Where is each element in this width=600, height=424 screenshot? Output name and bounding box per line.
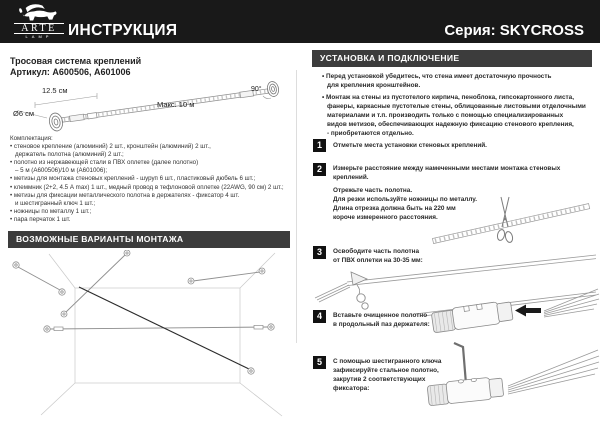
hex-key-fix-illustration	[427, 341, 600, 406]
logo-sub-text: LAMP	[25, 34, 53, 39]
dim-bracket-label: 12.5 см	[42, 86, 68, 95]
install-notes: • Перед установкой убедитесь, что стена …	[322, 72, 590, 141]
step-2-extra-text: Отрежьте часть полотна. Для резки исполь…	[333, 187, 478, 221]
mounting-options-diagram	[12, 250, 283, 417]
step-1-text: Отметьте места установки стеновых крепле…	[333, 142, 487, 149]
product-article: Артикул: А600506, А601006	[10, 67, 131, 77]
mounting-options-header: ВОЗМОЖНЫЕ ВАРИАНТЫ МОНТАЖА	[8, 231, 290, 248]
dim-angle-label: 90°	[251, 85, 262, 93]
package-list: Комплектация: • стеновое крепление (алюм…	[10, 135, 296, 224]
step-1-badge: 1	[313, 139, 326, 152]
product-drawing: 12.5 см Ø6 см Макс. 10 м 90°	[13, 81, 280, 132]
scissors-icon	[496, 196, 514, 243]
scissors-cut-illustration	[432, 196, 591, 244]
brand-logo: ARTE LAMP	[14, 3, 64, 41]
logo-brand-text: ARTE	[14, 23, 64, 34]
package-item: • пара перчаток 1 шт.	[10, 215, 71, 223]
dim-diameter-label: Ø6 см	[13, 109, 34, 118]
step-4-badge: 4	[313, 310, 326, 323]
column-divider	[296, 70, 297, 343]
step-4-text: Вставьте очищенное полотно в продольный …	[333, 312, 430, 328]
dim-max-length-label: Макс. 10 м	[157, 100, 194, 109]
package-item: • полотно из нержавеющей стали в ПВХ опл…	[10, 159, 199, 175]
step-5-text: С помощью шестигранного ключа зафиксируй…	[333, 358, 442, 392]
package-item: • метизы для монтажа стеновых креплений …	[10, 175, 256, 183]
wall-flange-right	[266, 81, 280, 97]
document-title: ИНСТРУКЦИЯ	[68, 22, 178, 39]
step-2-text: Измерьте расстояние между намеченными ме…	[333, 165, 561, 181]
install-note: • Перед установкой убедитесь, что стена …	[322, 73, 552, 89]
product-name: Тросовая система креплений	[10, 56, 142, 66]
install-section-header: УСТАНОВКА И ПОДКЛЮЧЕНИЕ	[312, 50, 592, 67]
package-item: • стеновое крепление (алюминий) 2 шт., к…	[10, 143, 211, 159]
package-item: • клеммник (2+2, 4.5 А max) 1 шт., медны…	[10, 183, 284, 191]
hex-key-icon	[453, 341, 468, 385]
step-3-badge: 3	[313, 246, 326, 259]
insert-arrow-icon	[515, 304, 541, 317]
header-bar: ARTE LAMP ИНСТРУКЦИЯ Серия: SKYCROSS	[0, 0, 600, 43]
package-item: • ножницы по металлу 1 шт.;	[10, 207, 92, 215]
package-item: • метизы для фиксации металлического пол…	[10, 191, 240, 207]
install-note: • Монтаж на стены из пустотелого кирпича…	[322, 94, 586, 137]
product-title-block: Тросовая система креплений Артикул: А600…	[10, 56, 141, 78]
wall-flange-left	[48, 112, 64, 132]
step-2-badge: 2	[313, 163, 326, 176]
series-title: Серия: SKYCROSS	[444, 22, 584, 39]
step-5-badge: 5	[313, 356, 326, 369]
winged-lion-icon	[19, 4, 57, 21]
package-title: Комплектация:	[10, 135, 53, 142]
insert-holder-illustration	[431, 288, 600, 333]
step-3-text: Освободите часть полотна от ПВХ оплетки …	[333, 248, 423, 264]
